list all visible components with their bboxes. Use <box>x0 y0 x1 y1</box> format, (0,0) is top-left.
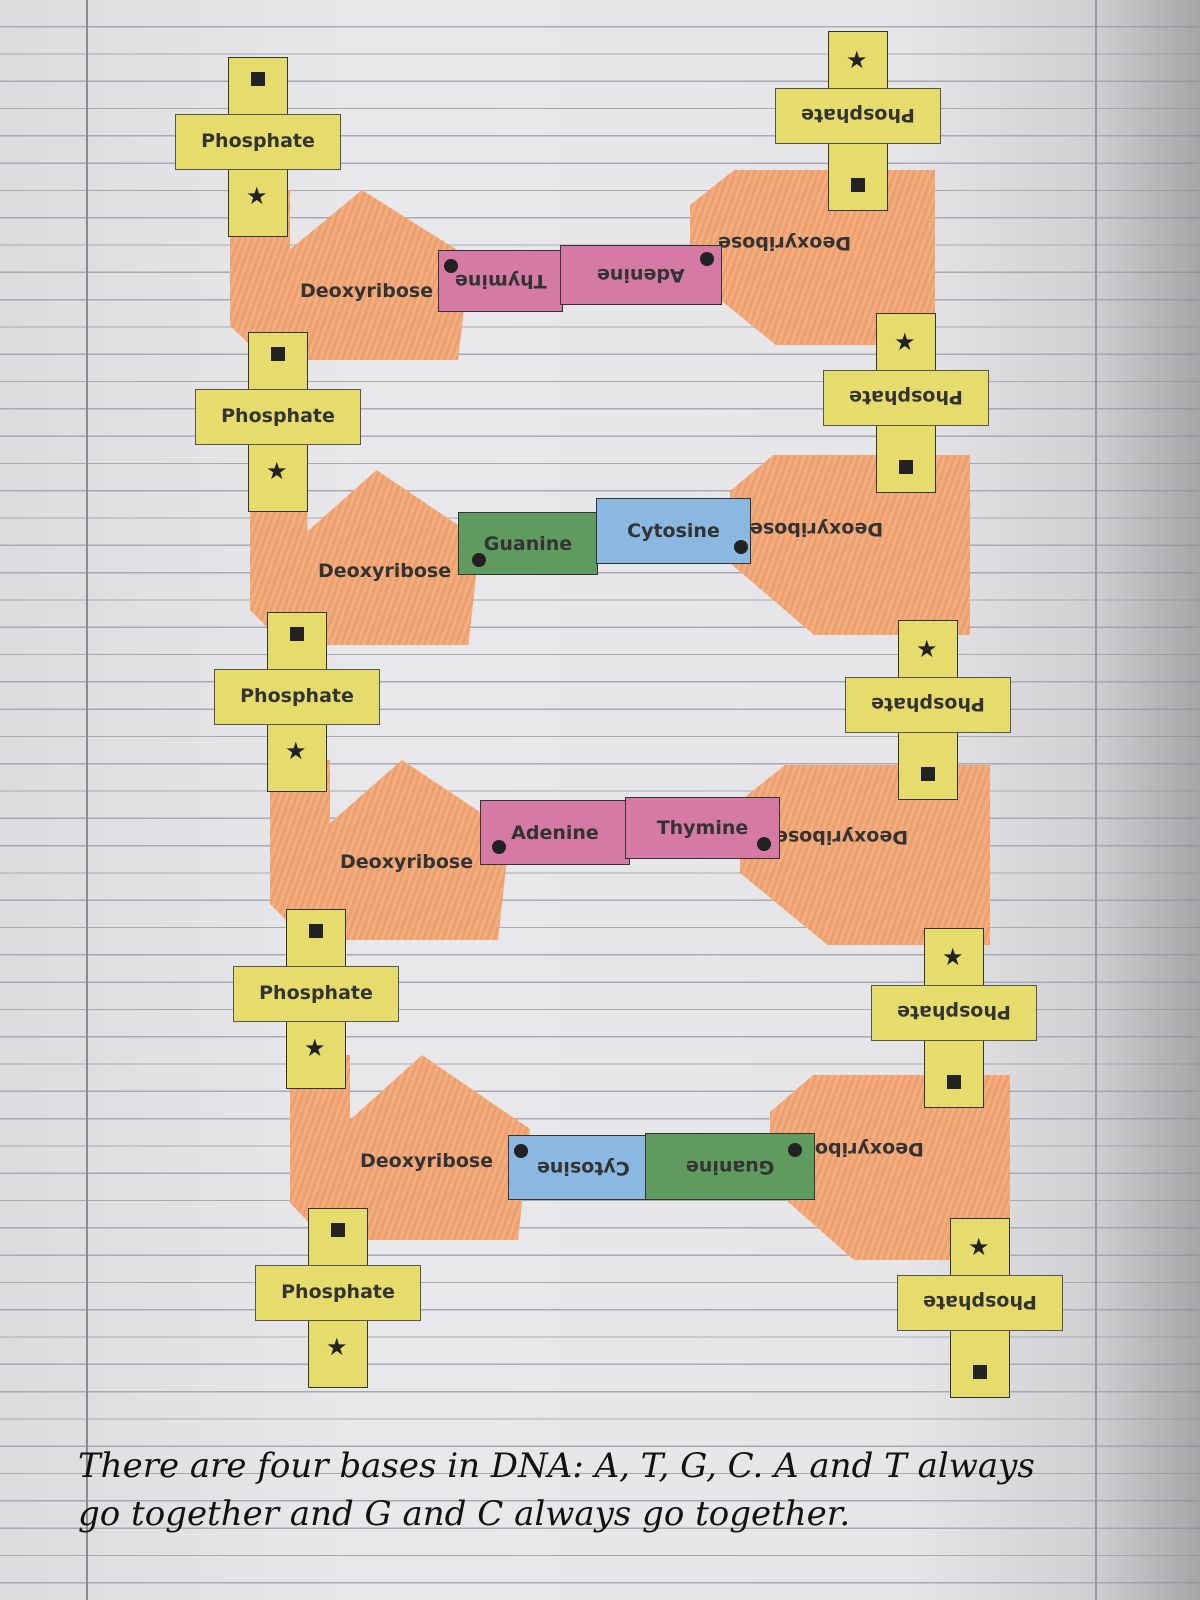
base-dot-icon <box>514 1144 528 1158</box>
phosphate-stem-fill <box>249 391 307 443</box>
square-marker-icon <box>921 767 935 781</box>
phosphate-label: Phosphate <box>849 386 963 408</box>
base-label: Cytosine <box>627 520 720 542</box>
star-marker-icon: ★ <box>266 457 288 485</box>
star-marker-icon: ★ <box>894 328 916 356</box>
star-marker-icon: ★ <box>846 46 868 74</box>
page-shadow <box>1090 0 1200 1600</box>
square-marker-icon <box>973 1365 987 1379</box>
sugar-label: Deoxyribose <box>775 826 909 848</box>
base-dot-icon <box>734 540 748 554</box>
phosphate-stem-fill <box>287 968 345 1020</box>
phosphate-stem-fill <box>229 116 287 168</box>
base-label: Adenine <box>597 264 685 286</box>
phosphate-label: Phosphate <box>871 693 985 715</box>
base-cytosine: Cytosine <box>596 498 751 564</box>
base-dot-icon <box>444 259 458 273</box>
square-marker-icon <box>309 924 323 938</box>
phosphate-label: Phosphate <box>897 1001 1011 1023</box>
phosphate-label: Phosphate <box>281 1281 395 1303</box>
base-dot-icon <box>472 553 486 567</box>
sugar-label: Deoxyribose <box>318 560 452 582</box>
base-dot-icon <box>788 1143 802 1157</box>
base-dot-icon <box>700 252 714 266</box>
square-marker-icon <box>331 1223 345 1237</box>
note-line-2: go together and G and C always go togeth… <box>78 1494 851 1534</box>
base-thymine: Thymine <box>625 797 780 859</box>
phosphate-stem-fill <box>899 679 957 731</box>
phosphate-stem-fill <box>925 987 983 1039</box>
star-marker-icon: ★ <box>942 943 964 971</box>
base-label: Guanine <box>685 1155 775 1178</box>
square-marker-icon <box>271 347 285 361</box>
base-label: Adenine <box>511 821 599 844</box>
square-marker-icon <box>947 1075 961 1089</box>
phosphate-label: Phosphate <box>801 104 915 126</box>
square-marker-icon <box>899 460 913 474</box>
sugar-label: Deoxyribose <box>750 518 884 540</box>
square-marker-icon <box>290 627 304 641</box>
base-adenine: Adenine <box>560 245 722 305</box>
base-guanine: Guanine <box>645 1133 815 1200</box>
base-label: Guanine <box>483 532 573 555</box>
sugar-label: Deoxyribose <box>340 851 474 873</box>
square-marker-icon <box>251 72 265 86</box>
phosphate-stem-fill <box>951 1277 1009 1329</box>
star-marker-icon: ★ <box>285 737 307 765</box>
star-marker-icon: ★ <box>326 1333 348 1361</box>
sugar-label: Deoxyribose <box>360 1150 494 1172</box>
star-marker-icon: ★ <box>916 635 938 663</box>
phosphate-stem-fill <box>309 1267 367 1319</box>
base-label: Thymine <box>656 817 749 839</box>
phosphate-label: Phosphate <box>259 982 373 1004</box>
star-marker-icon: ★ <box>246 182 268 210</box>
base-thymine: Thymine <box>438 250 563 312</box>
margin-line <box>86 0 88 1600</box>
base-dot-icon <box>757 837 771 851</box>
phosphate-stem-fill <box>829 90 887 142</box>
base-adenine: Adenine <box>480 800 630 865</box>
sugar-label: Deoxyribo <box>815 1138 924 1160</box>
phosphate-stem-fill <box>877 372 935 424</box>
base-label: Cytosine <box>536 1156 630 1179</box>
phosphate-stem-fill <box>268 671 326 723</box>
note-line-1: There are four bases in DNA: A, T, G, C.… <box>78 1446 1035 1486</box>
star-marker-icon: ★ <box>968 1233 990 1261</box>
square-marker-icon <box>851 178 865 192</box>
sugar-label: Deoxyribose <box>300 280 434 302</box>
base-label: Thymine <box>454 270 547 292</box>
sugar-label: Deoxyribose <box>718 232 852 254</box>
star-marker-icon: ★ <box>304 1034 326 1062</box>
phosphate-label: Phosphate <box>221 405 335 427</box>
page-edge <box>1095 0 1097 1600</box>
phosphate-label: Phosphate <box>201 130 315 152</box>
phosphate-label: Phosphate <box>240 685 354 707</box>
base-dot-icon <box>492 840 506 854</box>
handwritten-note: There are four bases in DNA: A, T, G, C.… <box>78 1442 1198 1538</box>
base-cytosine: Cytosine <box>508 1135 658 1200</box>
phosphate-label: Phosphate <box>923 1291 1037 1313</box>
